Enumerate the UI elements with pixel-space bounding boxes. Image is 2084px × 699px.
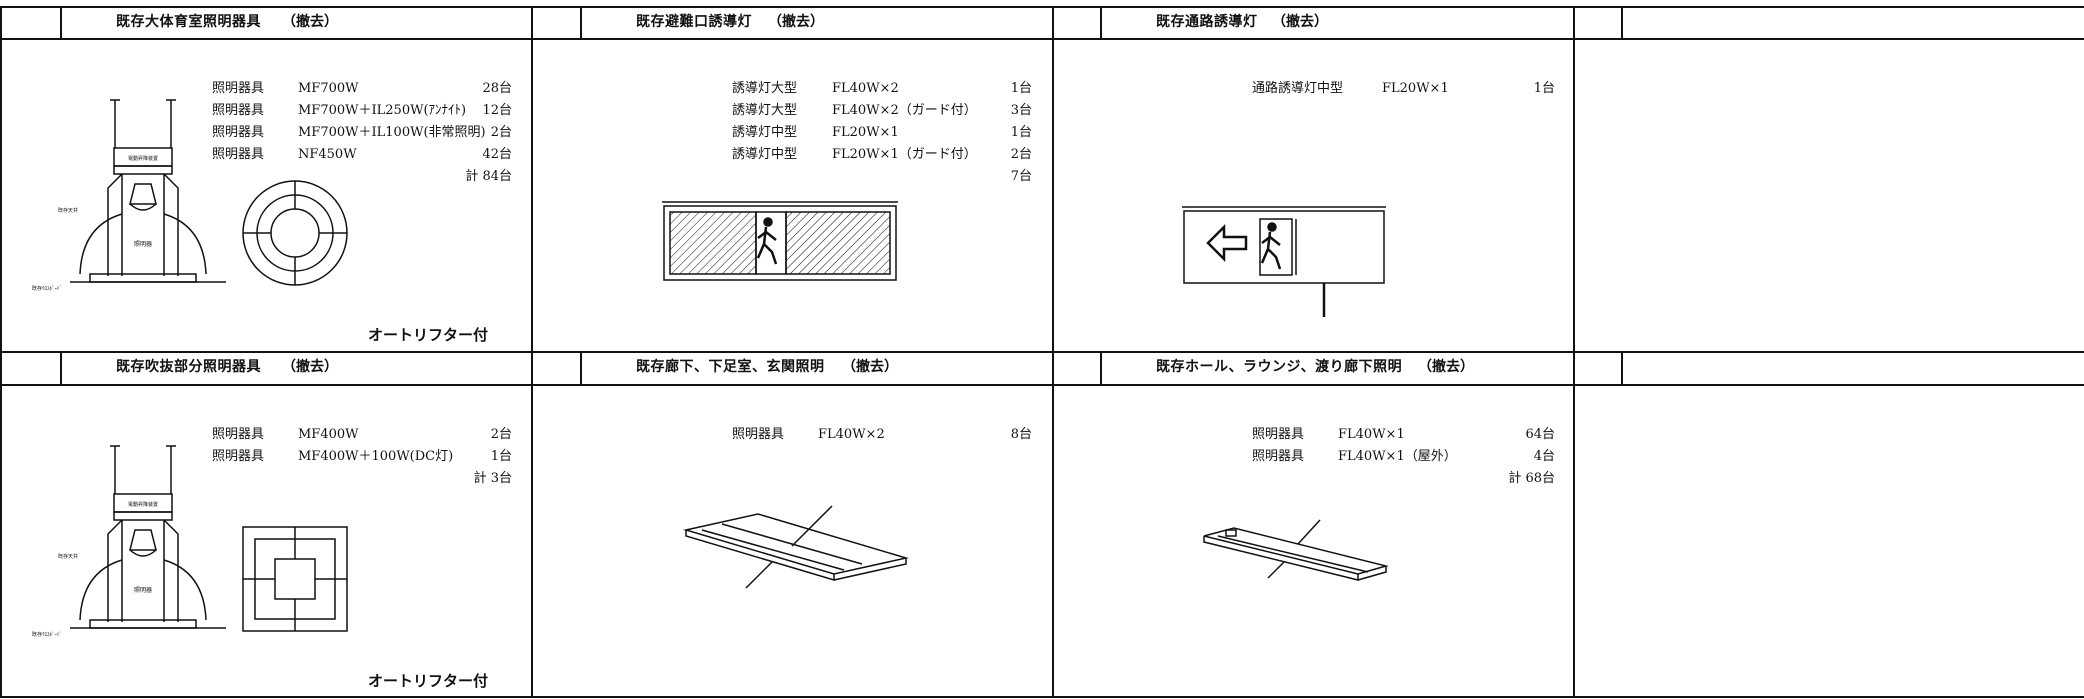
panel-remark: （撤去）: [1272, 14, 1328, 30]
panel-title: 既存廊下、下足室、玄関照明: [636, 359, 825, 375]
panel-remark: （撤去）: [842, 359, 898, 375]
panel-remark: （撤去）: [282, 14, 338, 30]
panel-title: 既存ホール、ラウンジ、渡り廊下照明: [1156, 359, 1403, 375]
drawing-label: 既存天井: [58, 207, 78, 214]
drawing-label: 電動昇降装置: [128, 501, 158, 508]
panel-remark: （撤去）: [1418, 359, 1474, 375]
fixture-side-drawing: 電動昇降装置 照明器 既存天井 既存ｸﾛｽﾎﾞｰﾄﾞ: [32, 445, 226, 638]
drawing-label: 照明器: [134, 587, 152, 594]
spec-row: 計 84台: [212, 166, 512, 188]
passage-sign-drawing: [1182, 206, 1386, 317]
panel-title: 既存通路誘導灯: [1156, 14, 1258, 30]
header-rule-bottom: [0, 384, 2084, 386]
panel-title: 既存吹抜部分照明器具: [116, 359, 261, 375]
fluorescent-fixture-drawing: [683, 505, 909, 589]
exit-sign-drawing: [662, 201, 898, 281]
drawing-label: 電動昇降装置: [128, 155, 158, 162]
grid-divider-middle: [0, 351, 2084, 353]
spec-row: 計 68台: [1252, 468, 1555, 490]
spec-row: 計 3台: [212, 468, 512, 490]
header-tick: [580, 6, 582, 38]
spec-row: 7台: [732, 166, 1032, 188]
drawing-label: 既存ｸﾛｽﾎﾞｰﾄﾞ: [32, 631, 62, 638]
grid-col-3: [1573, 6, 1575, 697]
fixture-square-plan-drawing: [242, 526, 348, 632]
header-tick: [1100, 351, 1102, 384]
spec-total: 計 84台: [465, 169, 512, 184]
spec-total: 計 3台: [473, 471, 512, 486]
spec-total: 計 68台: [1508, 471, 1555, 486]
panel-remark: （撤去）: [768, 14, 824, 30]
header-tick: [60, 351, 62, 384]
panel-note: オートリフター付: [368, 672, 489, 690]
header-tick: [1621, 351, 1623, 384]
panel-title: 既存大体育室照明器具: [116, 14, 261, 30]
header-tick: [580, 351, 582, 384]
drawing-label: 照明器: [134, 241, 152, 248]
fluorescent-fixture-drawing: [1203, 519, 1389, 581]
grid-border-top: [0, 6, 2084, 8]
panel-title: 既存避難口誘導灯: [636, 14, 752, 30]
panel-remark: （撤去）: [282, 359, 338, 375]
grid-border-bottom: [0, 696, 2084, 698]
spec-total: 7台: [1010, 169, 1032, 184]
drawing-label: 既存ｸﾛｽﾎﾞｰﾄﾞ: [32, 285, 62, 292]
drawing-label: 既存天井: [58, 553, 78, 560]
header-rule-top: [0, 38, 2084, 40]
grid-col-1: [531, 6, 533, 697]
header-tick: [1621, 6, 1623, 38]
fixture-side-drawing: 電動昇降装置 照明器 既存天井 既存ｸﾛｽﾎﾞｰﾄﾞ: [32, 99, 226, 292]
panel-note: オートリフター付: [368, 326, 489, 344]
header-tick: [1100, 6, 1102, 38]
fixture-round-plan-drawing: [242, 180, 348, 286]
header-tick: [60, 6, 62, 38]
grid-col-2: [1052, 6, 1054, 697]
